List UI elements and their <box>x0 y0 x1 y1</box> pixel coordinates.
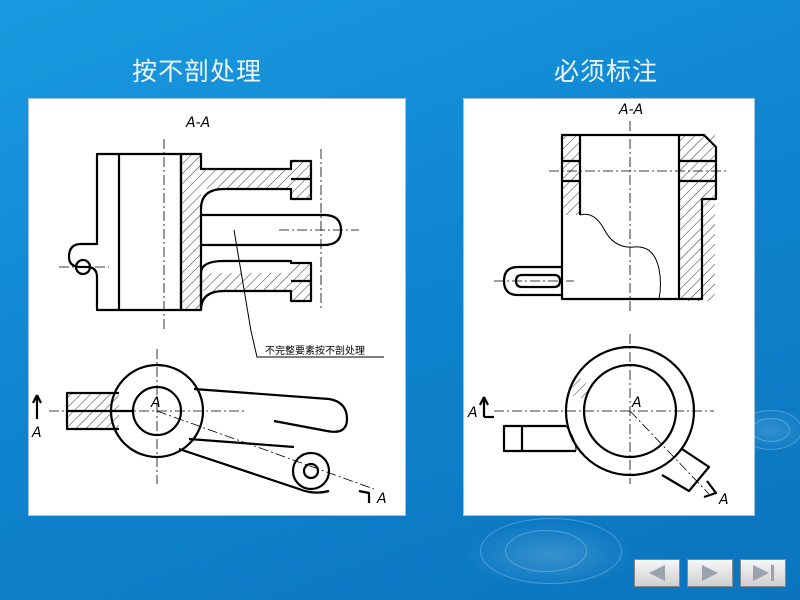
right-title: 必须标注 <box>554 57 659 86</box>
end-boss <box>291 451 331 491</box>
cut-label-left: A <box>31 425 42 441</box>
center-label: A <box>631 395 642 411</box>
cut-arrow-left <box>32 394 42 419</box>
upper-arm-outline <box>179 152 313 312</box>
side-lug-line <box>565 425 577 452</box>
cut-line <box>156 410 375 490</box>
arm-upper <box>193 387 349 433</box>
next-slide-button[interactable] <box>687 559 733 587</box>
cut-label-left: A <box>467 405 478 421</box>
cut-arrow-right <box>358 489 371 503</box>
right-drawing-panel: A-A <box>463 98 755 516</box>
hatch-region <box>562 135 580 215</box>
left-technical-drawing: A-A 不完整要素按不剖处理 <box>31 115 387 507</box>
triangle-right-icon <box>702 565 718 581</box>
hatch-region <box>181 154 201 310</box>
side-lug <box>502 424 576 453</box>
housing-outline <box>560 133 718 301</box>
previous-slide-button[interactable] <box>634 559 680 587</box>
break-line <box>579 213 661 300</box>
section-label: A-A <box>618 102 643 118</box>
cut-label-right: A <box>376 491 387 507</box>
angled-tab <box>661 448 711 493</box>
skip-to-end-bar <box>770 565 774 581</box>
center-label: A <box>150 395 161 411</box>
cut-line <box>629 410 710 495</box>
lower-arm-outline <box>199 259 313 311</box>
ripple-decoration <box>480 518 622 584</box>
triangle-left-icon <box>649 565 665 581</box>
left-title: 按不剖处理 <box>132 57 263 86</box>
hatch-region <box>201 169 291 189</box>
left-drawing-panel: A-A 不完整要素按不剖处理 <box>28 98 406 516</box>
last-slide-button[interactable] <box>740 559 786 587</box>
leader-line <box>233 229 384 358</box>
hatch-region <box>568 374 592 399</box>
cut-label-right: A <box>718 492 729 508</box>
hatch-region <box>201 273 291 291</box>
lug-slot <box>514 273 562 289</box>
cut-arrow-right <box>703 480 718 499</box>
end-hole <box>302 462 320 480</box>
body-outline <box>67 152 183 312</box>
hatch-region <box>679 135 715 301</box>
annotation-note: 不完整要素按不剖处理 <box>265 344 365 357</box>
section-label: A-A <box>185 115 210 131</box>
arm-edge <box>188 437 295 449</box>
skip-to-end-icon <box>752 565 769 581</box>
cut-arrow-left <box>479 396 489 417</box>
arm-lower <box>178 447 330 494</box>
right-technical-drawing: A-A <box>467 102 729 508</box>
